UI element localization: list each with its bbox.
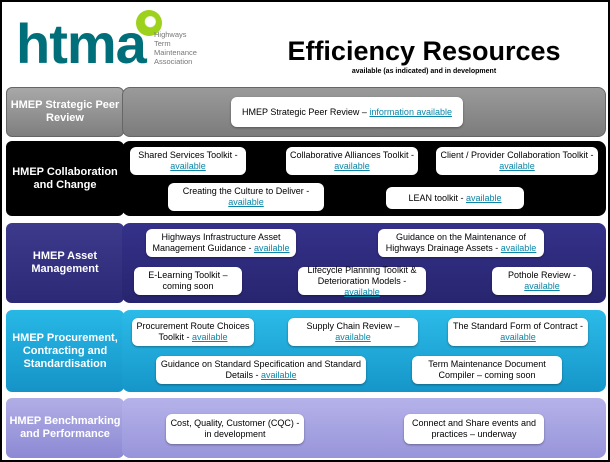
resource-box: Connect and Share events and practices –… xyxy=(404,414,544,444)
row-panel-asset-management: Highways Infrastructure Asset Management… xyxy=(122,223,606,303)
page-subtitle: available (as indicated) and in developm… xyxy=(351,68,497,75)
resource-box: Lifecycle Planning Toolkit & Deteriorati… xyxy=(298,264,426,297)
resource-link[interactable]: available xyxy=(334,161,370,171)
resource-link[interactable]: available xyxy=(191,332,228,342)
htma-logo: htma xyxy=(16,12,147,75)
row-label-collaboration: HMEP Collaboration and Change xyxy=(6,141,124,216)
resource-link[interactable]: available xyxy=(260,370,297,380)
logo-sub-line: Maintenance xyxy=(154,48,197,57)
resource-box: Client / Provider Collaboration Toolkit … xyxy=(436,147,598,175)
resource-text: Term Maintenance Document Compiler – com… xyxy=(428,359,546,380)
resource-link[interactable]: available xyxy=(499,161,535,171)
logo-sub-line: Highways xyxy=(154,30,187,39)
resource-link[interactable]: available xyxy=(500,332,536,342)
row-panel-collaboration: Shared Services Toolkit - available Coll… xyxy=(122,141,606,216)
resource-text: HMEP Strategic Peer Review – xyxy=(242,106,370,117)
resource-text: Pothole Review - xyxy=(507,270,577,280)
resource-link[interactable]: information available xyxy=(369,106,452,117)
resource-text: Guidance on Standard Specification and S… xyxy=(160,359,362,380)
resource-link[interactable]: available xyxy=(335,332,371,342)
row-label-procurement: HMEP Procurement, Contracting and Standa… xyxy=(6,310,124,392)
resource-box: Creating the Culture to Deliver - availa… xyxy=(168,183,324,211)
resource-text: Connect and Share events and practices –… xyxy=(411,418,537,439)
resource-box: Shared Services Toolkit - available xyxy=(130,147,246,175)
resource-box: LEAN toolkit - available xyxy=(386,187,524,209)
logo-sub-line: Term xyxy=(154,39,171,48)
resource-text: Highways Infrastructure Asset Management… xyxy=(152,232,281,253)
resource-box: Term Maintenance Document Compiler – com… xyxy=(412,356,562,384)
resource-box: Pothole Review - available xyxy=(492,267,592,295)
resource-text: LEAN toolkit - xyxy=(408,192,466,203)
resource-link[interactable]: available xyxy=(344,286,380,297)
resource-box: Supply Chain Review – available xyxy=(288,318,418,346)
row-label-benchmarking: HMEP Benchmarking and Performance xyxy=(6,398,124,458)
resource-text: Cost, Quality, Customer (CQC) - in devel… xyxy=(170,418,300,439)
page-title: Efficiency Resources xyxy=(287,36,561,66)
resource-link[interactable]: available xyxy=(466,192,502,203)
resource-box: HMEP Strategic Peer Review – information… xyxy=(231,97,463,127)
row-label-asset-management: HMEP Asset Management xyxy=(6,223,124,303)
resource-text: E-Learning Toolkit – coming soon xyxy=(148,270,228,291)
resource-text: Collaborative Alliances Toolkit - xyxy=(290,150,414,160)
resource-text: Supply Chain Review – xyxy=(306,321,400,331)
resource-box: Highways Infrastructure Asset Management… xyxy=(146,229,296,257)
resource-link[interactable]: available xyxy=(228,197,264,207)
resource-link[interactable]: available xyxy=(524,281,560,291)
resource-text: Procurement Route Choices Toolkit - xyxy=(136,321,250,342)
row-panel-peer-review: HMEP Strategic Peer Review – information… xyxy=(122,87,606,137)
resource-box: Guidance on the Maintenance of Highways … xyxy=(378,229,544,257)
resource-text: Shared Services Toolkit - xyxy=(138,150,238,160)
row-panel-benchmarking: Cost, Quality, Customer (CQC) - in devel… xyxy=(122,398,606,458)
resource-link[interactable]: available xyxy=(254,243,290,253)
resource-box: Cost, Quality, Customer (CQC) - in devel… xyxy=(166,414,304,444)
logo-swoosh-icon xyxy=(136,10,162,36)
row-label-peer-review: HMEP Strategic Peer Review xyxy=(6,87,124,137)
resource-box: E-Learning Toolkit – coming soon xyxy=(134,267,242,295)
resource-box: Procurement Route Choices Toolkit - avai… xyxy=(132,318,254,346)
resource-text: Client / Provider Collaboration Toolkit … xyxy=(440,150,594,160)
resource-box: The Standard Form of Contract - availabl… xyxy=(448,318,588,346)
logo-sub-line: Association xyxy=(154,57,193,66)
resource-text: Creating the Culture to Deliver - xyxy=(182,186,310,196)
resource-text: The Standard Form of Contract - xyxy=(452,321,584,331)
resource-link[interactable]: available xyxy=(170,161,206,171)
resource-link[interactable]: available xyxy=(500,243,537,253)
resource-box: Collaborative Alliances Toolkit - availa… xyxy=(286,147,418,175)
resource-box: Guidance on Standard Specification and S… xyxy=(156,356,366,384)
logo-subtitle: Highways Term Maintenance Association xyxy=(154,30,197,66)
resource-text: Lifecycle Planning Toolkit & Deteriorati… xyxy=(307,264,417,286)
row-panel-procurement: Procurement Route Choices Toolkit - avai… xyxy=(122,310,606,392)
resource-text: Guidance on the Maintenance of Highways … xyxy=(385,232,527,253)
